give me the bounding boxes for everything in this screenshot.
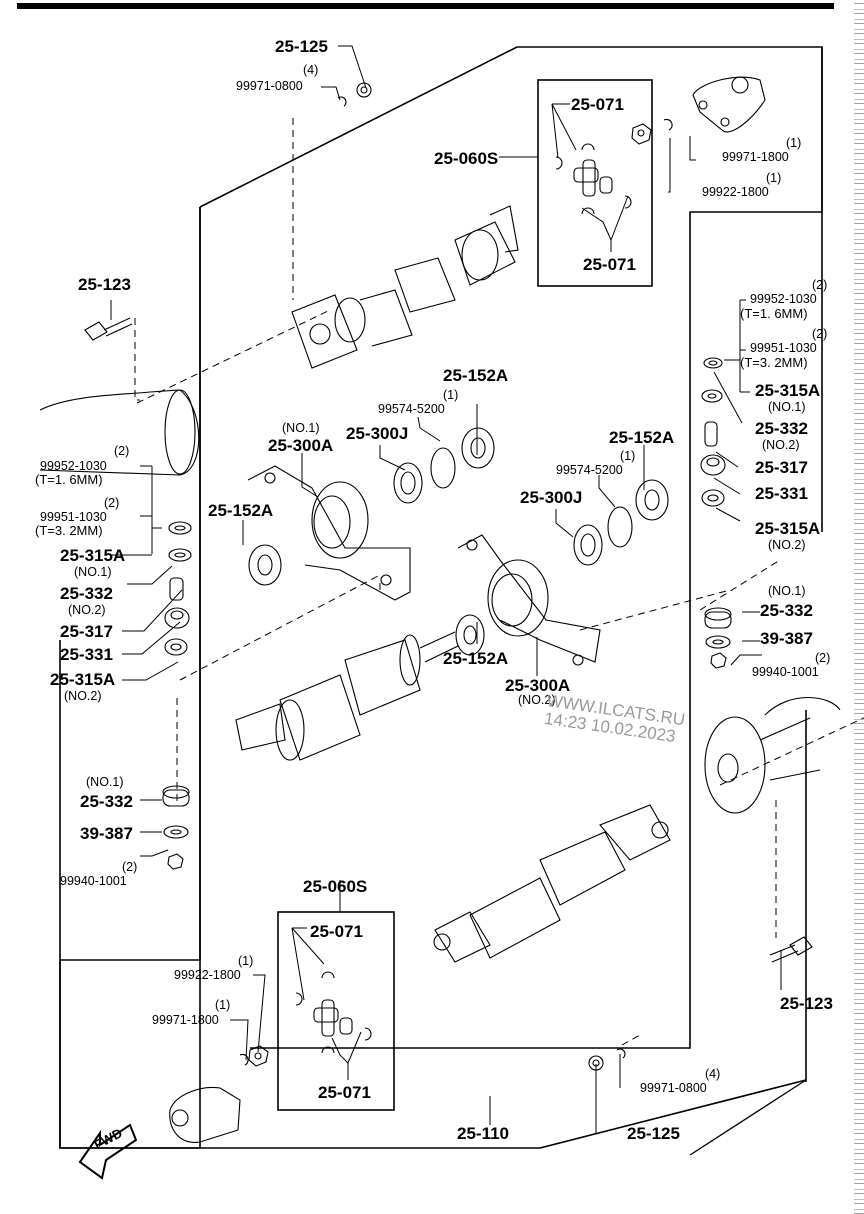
part-label[interactable]: 99971-0800 xyxy=(236,79,303,93)
part-label[interactable]: 99952-1030 xyxy=(750,292,817,306)
part-label[interactable]: 25-300J xyxy=(520,488,583,507)
part-label[interactable]: 25-123 xyxy=(780,994,833,1013)
part-label[interactable]: 25-331 xyxy=(60,645,113,664)
part-label[interactable]: 99922-1800 xyxy=(174,968,241,982)
header-bar xyxy=(17,3,834,9)
part-label[interactable]: 99940-1001 xyxy=(752,665,819,679)
part-label[interactable]: 39-387 xyxy=(760,629,813,648)
note-label: (T=3. 2MM) xyxy=(35,523,103,538)
part-label[interactable]: 99951-1030 xyxy=(750,341,817,355)
qty-label: (1) xyxy=(620,449,636,463)
part-label[interactable]: 25-071 xyxy=(583,255,636,274)
part-label[interactable]: 25-300J xyxy=(346,424,409,443)
part-label[interactable]: 25-152A xyxy=(609,428,675,447)
part-label[interactable]: 25-071 xyxy=(571,95,624,114)
qty-label: (2) xyxy=(812,278,828,292)
part-label[interactable]: 99971-1800 xyxy=(152,1013,219,1027)
note-label: (T=1. 6MM) xyxy=(740,306,808,321)
frame-bottom-diagonal xyxy=(689,1079,807,1156)
assembly-dashes xyxy=(134,118,864,1046)
qty-label: (2) xyxy=(104,496,120,510)
qty-label: (4) xyxy=(705,1067,721,1081)
part-label[interactable]: 25-315A xyxy=(755,381,821,400)
part-label[interactable]: 39-387 xyxy=(80,824,133,843)
part-label[interactable]: 25-317 xyxy=(755,458,808,477)
leader-lines xyxy=(110,45,782,1133)
note-label: (NO.1) xyxy=(768,400,806,414)
note-label: (NO.2) xyxy=(68,603,106,617)
part-label[interactable]: 25-152A xyxy=(208,501,274,520)
assembly-outline xyxy=(59,46,823,1149)
side-watermark-strip xyxy=(854,0,864,1214)
note-label: (NO.1) xyxy=(768,584,806,598)
qty-label: (1) xyxy=(215,998,231,1012)
part-label[interactable]: 25-300A xyxy=(268,436,334,455)
part-label[interactable]: 25-332 xyxy=(760,601,813,620)
qty-label: (1) xyxy=(786,136,802,150)
note-label: (T=3. 2MM) xyxy=(740,355,808,370)
part-label[interactable]: 25-060S xyxy=(434,149,499,168)
note-label: (T=1. 6MM) xyxy=(35,472,103,487)
note-label: (NO.1) xyxy=(74,565,112,579)
part-label[interactable]: 25-152A xyxy=(443,649,509,668)
part-label[interactable]: 25-331 xyxy=(755,484,808,503)
parts xyxy=(39,76,841,1143)
part-label[interactable]: 99951-1030 xyxy=(40,510,107,524)
part-label[interactable]: 25-332 xyxy=(60,584,113,603)
note-label: (NO.2) xyxy=(518,693,556,707)
part-label[interactable]: 99574-5200 xyxy=(556,463,623,477)
part-label[interactable]: 99574-5200 xyxy=(378,402,445,416)
note-label: (NO.1) xyxy=(86,775,124,789)
part-label[interactable]: 25-332 xyxy=(80,792,133,811)
part-label[interactable]: 25-110 xyxy=(457,1124,509,1143)
qty-label: (4) xyxy=(303,63,319,77)
part-label[interactable]: 99952-1030 xyxy=(40,459,107,473)
part-label[interactable]: 25-315A xyxy=(50,670,116,689)
part-label[interactable]: 25-315A xyxy=(755,519,821,538)
note-label: (NO.2) xyxy=(64,689,102,703)
part-label[interactable]: 25-317 xyxy=(60,622,113,641)
part-label[interactable]: 25-125 xyxy=(275,37,328,56)
fwd-arrow-icon xyxy=(78,1123,138,1180)
part-label[interactable]: 25-152A xyxy=(443,366,509,385)
ujoint-kit-box-bottom xyxy=(277,911,395,1111)
qty-label: (2) xyxy=(122,860,138,874)
qty-label: (2) xyxy=(812,327,828,341)
qty-label: (2) xyxy=(114,444,130,458)
note-label: (NO.2) xyxy=(762,438,800,452)
part-label[interactable]: 99922-1800 xyxy=(702,185,769,199)
note-label: (NO.2) xyxy=(768,538,806,552)
qty-label: (1) xyxy=(766,171,782,185)
ujoint-kit-box-top xyxy=(537,79,653,287)
qty-label: (1) xyxy=(238,954,254,968)
part-label[interactable]: 25-300A xyxy=(505,676,571,695)
part-label[interactable]: 25-332 xyxy=(755,419,808,438)
part-label[interactable]: 25-071 xyxy=(318,1083,371,1102)
part-label[interactable]: 99971-0800 xyxy=(640,1081,707,1095)
qty-label: (1) xyxy=(443,388,459,402)
qty-label: (2) xyxy=(815,651,831,665)
part-label[interactable]: 25-060S xyxy=(303,877,368,896)
part-label[interactable]: 25-071 xyxy=(310,922,363,941)
part-label[interactable]: 25-125 xyxy=(627,1124,680,1143)
part-label[interactable]: 99971-1800 xyxy=(722,150,789,164)
part-label[interactable]: 25-123 xyxy=(78,275,131,294)
part-label[interactable]: 25-315A xyxy=(60,546,126,565)
part-label[interactable]: 99940-1001 xyxy=(60,874,127,888)
note-label: (NO.1) xyxy=(282,421,320,435)
